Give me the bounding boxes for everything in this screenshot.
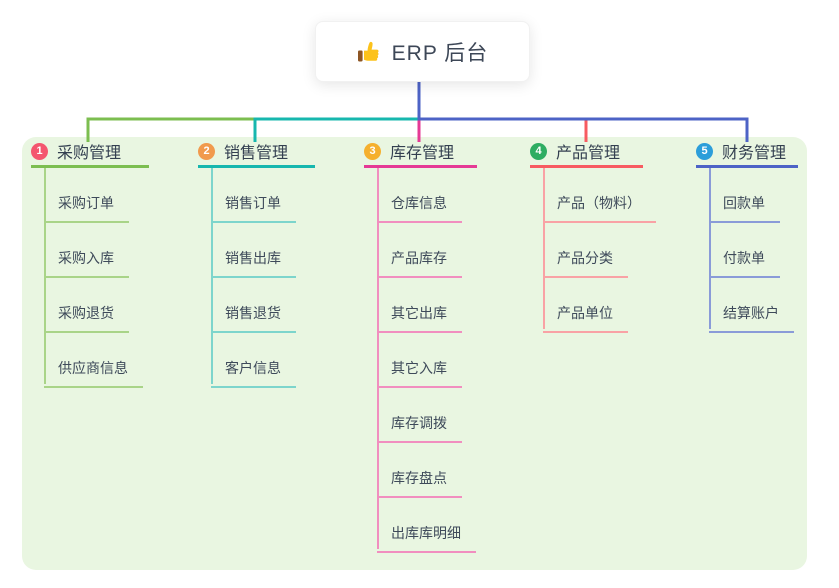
branch-purchase-children: 采购订单 采购入库 采购退货 供应商信息 [31, 168, 196, 388]
branch-vertical-line [44, 168, 46, 384]
connector-root-finance [417, 82, 749, 142]
node-label[interactable]: 其它入库 [377, 358, 462, 388]
node-label[interactable]: 产品分类 [543, 248, 628, 278]
node-label[interactable]: 客户信息 [211, 358, 296, 388]
branch-purchase: 1 采购管理 采购订单 采购入库 采购退货 供应商信息 [31, 142, 196, 388]
child-node: 销售订单 [198, 168, 363, 223]
branch-vertical-line [211, 168, 213, 384]
node-label[interactable]: 供应商信息 [44, 358, 143, 388]
branch-inventory-header[interactable]: 3 库存管理 [364, 142, 477, 168]
branch-finance-header[interactable]: 5 财务管理 [696, 142, 798, 168]
node-label[interactable]: 库存调拨 [377, 413, 462, 443]
branch-product-header[interactable]: 4 产品管理 [530, 142, 643, 168]
child-node: 客户信息 [198, 333, 363, 388]
thumbs-up-icon [357, 40, 381, 64]
branch-vertical-line [377, 168, 379, 549]
child-node: 采购退货 [31, 278, 196, 333]
branch-label: 产品管理 [556, 145, 621, 162]
node-label[interactable]: 销售订单 [211, 193, 296, 223]
child-node: 库存调拨 [364, 388, 529, 443]
node-label[interactable]: 产品库存 [377, 248, 462, 278]
branch-number-badge: 4 [530, 142, 547, 160]
node-label[interactable]: 仓库信息 [377, 193, 462, 223]
child-node: 产品单位 [530, 278, 695, 333]
child-node: 库存盘点 [364, 443, 529, 498]
branch-vertical-line [709, 168, 711, 329]
child-node: 其它入库 [364, 333, 529, 388]
node-label[interactable]: 销售出库 [211, 248, 296, 278]
branch-label: 采购管理 [57, 145, 122, 162]
branch-number-badge: 2 [198, 142, 215, 160]
node-label[interactable]: 其它出库 [377, 303, 462, 333]
branch-sales-header[interactable]: 2 销售管理 [198, 142, 315, 168]
node-label[interactable]: 付款单 [709, 248, 780, 278]
branch-inventory: 3 库存管理 仓库信息 产品库存 其它出库 其它入库 库存调拨 库存盘点 出库库… [364, 142, 529, 553]
child-node: 销售出库 [198, 223, 363, 278]
branch-sales: 2 销售管理 销售订单 销售出库 销售退货 客户信息 [198, 142, 363, 388]
child-node: 其它出库 [364, 278, 529, 333]
branch-vertical-line [543, 168, 545, 329]
node-label[interactable]: 出库库明细 [377, 523, 476, 553]
child-node: 产品分类 [530, 223, 695, 278]
branch-number-badge: 1 [31, 142, 48, 160]
node-label[interactable]: 回款单 [709, 193, 780, 223]
branch-number-badge: 5 [696, 142, 713, 160]
child-node: 采购订单 [31, 168, 196, 223]
branch-label: 库存管理 [390, 145, 455, 162]
child-node: 供应商信息 [31, 333, 196, 388]
child-node: 采购入库 [31, 223, 196, 278]
node-label[interactable]: 库存盘点 [377, 468, 462, 498]
node-label[interactable]: 采购订单 [44, 193, 129, 223]
node-label[interactable]: 采购入库 [44, 248, 129, 278]
child-node: 回款单 [696, 168, 839, 223]
child-node: 产品（物料） [530, 168, 695, 223]
root-node[interactable]: ERP 后台 [315, 21, 530, 82]
node-label[interactable]: 销售退货 [211, 303, 296, 333]
branch-label: 财务管理 [722, 145, 787, 162]
branch-label: 销售管理 [224, 145, 289, 162]
child-node: 仓库信息 [364, 168, 529, 223]
branch-purchase-header[interactable]: 1 采购管理 [31, 142, 149, 168]
child-node: 付款单 [696, 223, 839, 278]
branch-product-children: 产品（物料） 产品分类 产品单位 [530, 168, 695, 333]
node-label[interactable]: 产品单位 [543, 303, 628, 333]
branch-sales-children: 销售订单 销售出库 销售退货 客户信息 [198, 168, 363, 388]
node-label[interactable]: 采购退货 [44, 303, 129, 333]
child-node: 销售退货 [198, 278, 363, 333]
child-node: 出库库明细 [364, 498, 529, 553]
node-label[interactable]: 产品（物料） [543, 193, 656, 223]
branch-inventory-children: 仓库信息 产品库存 其它出库 其它入库 库存调拨 库存盘点 出库库明细 [364, 168, 529, 553]
child-node: 产品库存 [364, 223, 529, 278]
branch-product: 4 产品管理 产品（物料） 产品分类 产品单位 [530, 142, 695, 333]
child-node: 结算账户 [696, 278, 839, 333]
branch-finance: 5 财务管理 回款单 付款单 结算账户 [696, 142, 839, 333]
branch-finance-children: 回款单 付款单 结算账户 [696, 168, 839, 333]
root-label: ERP 后台 [391, 41, 489, 65]
node-label[interactable]: 结算账户 [709, 303, 794, 333]
branch-number-badge: 3 [364, 142, 381, 160]
